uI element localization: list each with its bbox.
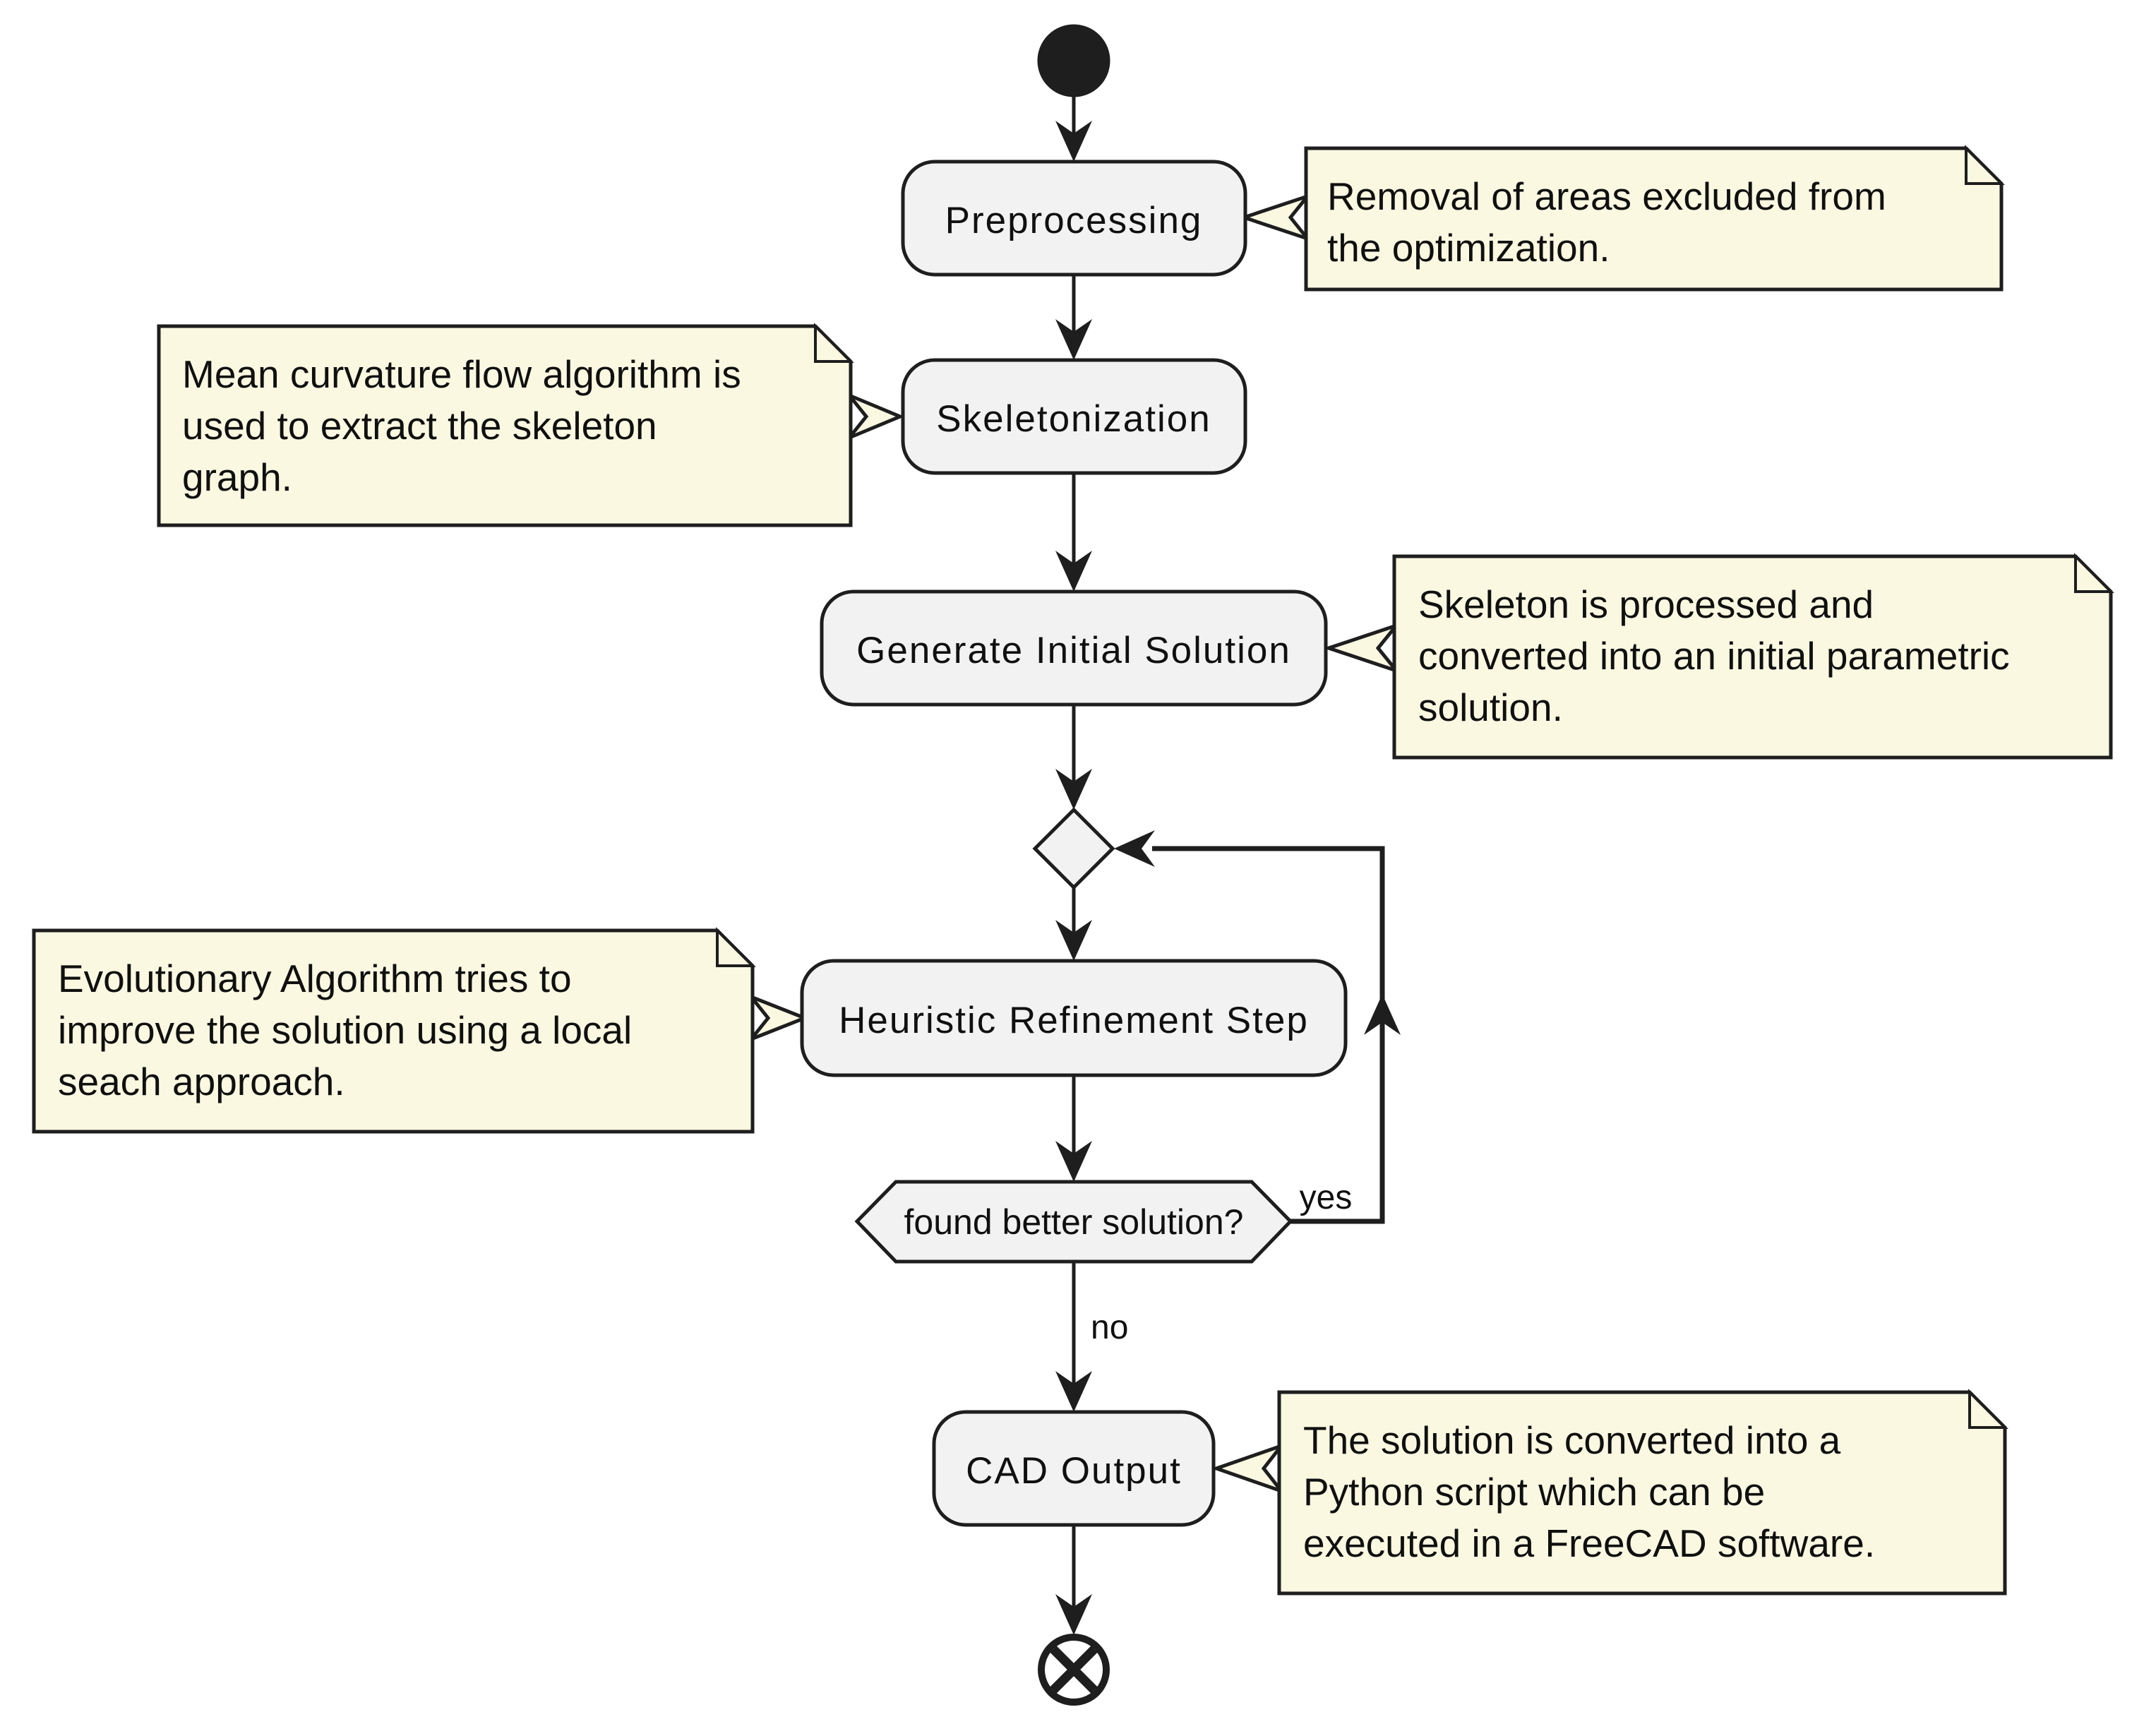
initial-node	[1037, 24, 1110, 97]
note-line: solution.	[1418, 686, 1563, 729]
arrowhead-down-icon	[1055, 1594, 1092, 1635]
note-preprocessing	[1304, 146, 2004, 292]
note-dogear-icon	[716, 927, 756, 967]
flow-final-node	[1038, 1634, 1110, 1706]
note-line: improve the solution using a local	[58, 1008, 632, 1052]
note-line: converted into an initial parametric	[1418, 634, 2010, 678]
activity-label: Generate Initial Solution	[856, 630, 1291, 671]
note-dogear-icon	[2074, 553, 2114, 593]
note-line: executed in a FreeCAD software.	[1303, 1521, 1875, 1565]
activity-label: Heuristic Refinement Step	[839, 1000, 1309, 1041]
note-heuristic-refinement	[32, 928, 755, 1134]
uml-notes: Removal of areas excluded from the optim…	[32, 145, 2114, 1596]
yes-loop-line	[1152, 846, 1385, 1224]
note-line: Skeleton is processed and	[1418, 582, 1874, 626]
note-line: used to extract the skeleton	[182, 404, 657, 448]
note-pointer	[1238, 192, 1313, 243]
note-dogear-icon	[814, 323, 854, 363]
note-line: seach approach.	[58, 1060, 345, 1103]
flow-edges	[1055, 96, 1092, 1635]
note-dogear-icon	[1965, 145, 2005, 185]
edge-label-no: no	[1091, 1309, 1128, 1346]
note-generate-initial-solution	[1392, 554, 2113, 760]
activity-cad-output	[932, 1410, 1216, 1527]
condition-label: found better solution?	[904, 1202, 1244, 1242]
arrowhead-down-icon	[1055, 1371, 1092, 1412]
activity-heuristic-refinement-step	[800, 959, 1348, 1077]
arrowhead-up-icon	[1364, 994, 1401, 1035]
note-line: The solution is converted into a	[1303, 1418, 1841, 1462]
arrowhead-down-icon	[1055, 1141, 1092, 1182]
note-line: graph.	[182, 455, 292, 499]
note-dogear-icon	[1968, 1389, 2008, 1429]
note-line: Removal of areas excluded from	[1327, 174, 1886, 218]
condition-hexagon	[854, 1180, 1293, 1264]
note-skeletonization	[157, 324, 853, 527]
final-node-cross-icon	[1050, 1646, 1098, 1694]
activity-preprocessing	[901, 160, 1247, 277]
arrowhead-down-icon	[1055, 121, 1092, 162]
activity-label: CAD Output	[966, 1450, 1182, 1492]
activity-generate-initial-solution	[820, 589, 1328, 707]
activity-skeletonization	[901, 358, 1247, 475]
arrowhead-down-icon	[1055, 769, 1092, 810]
activity-label: Preprocessing	[945, 200, 1203, 241]
note-pointer	[1323, 621, 1402, 675]
activity-nodes: Preprocessing Skeletonization Generate I…	[800, 24, 1348, 1706]
arrowhead-left-icon	[1114, 830, 1155, 867]
note-line: Mean curvature flow algorithm is	[182, 352, 741, 396]
note-cad-output	[1277, 1390, 2007, 1596]
activity-label: Skeletonization	[936, 398, 1211, 440]
decision-diamond	[1032, 807, 1115, 890]
yes-loop-edge	[1114, 830, 1401, 1224]
note-line: Evolutionary Algorithm tries to	[58, 957, 572, 1000]
edge-labels: yes no	[1091, 1179, 1352, 1346]
note-pointer	[1211, 1442, 1287, 1495]
arrowhead-down-icon	[1055, 920, 1092, 961]
arrowhead-down-icon	[1055, 319, 1092, 360]
arrowhead-down-icon	[1055, 551, 1092, 592]
note-pointer	[848, 393, 905, 440]
note-line: the optimization.	[1327, 226, 1610, 270]
note-line: Python script which can be	[1303, 1470, 1765, 1514]
edge-label-yes: yes	[1300, 1179, 1353, 1216]
note-pointer	[745, 993, 810, 1043]
